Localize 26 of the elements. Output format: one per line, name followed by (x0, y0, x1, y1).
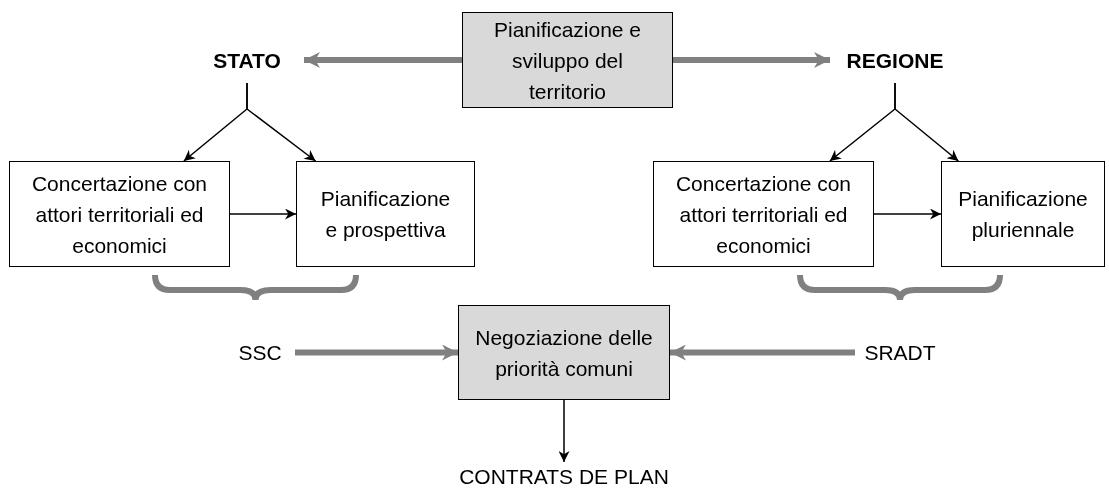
text-label: CONTRATS DE PLAN (459, 463, 669, 490)
process-box (9, 161, 230, 267)
box-text: Negoziazione delle priorità comuni (474, 324, 654, 382)
arrow (304, 52, 462, 68)
box-text: Pianificazione pluriennale (957, 186, 1089, 243)
arrow (673, 52, 830, 68)
process-box (941, 161, 1105, 267)
arrow (246, 82, 317, 162)
arrow (873, 208, 942, 220)
text-label: SSC (238, 340, 282, 366)
heading-label: REGIONE (846, 47, 944, 74)
text-label: SRADT (864, 340, 936, 366)
box-text: Concertazione con attori territoriali ed economici (30, 170, 209, 259)
arrow (894, 82, 960, 162)
arrow (558, 399, 570, 463)
box-text: Concertazione con attori territoriali ed economici (674, 170, 853, 259)
box-text: Pianificazione e sviluppo del territorio (492, 16, 643, 105)
arrow (295, 344, 458, 361)
arrow (229, 208, 297, 220)
process-box (296, 161, 475, 267)
process-box (653, 161, 874, 267)
process-box (462, 12, 673, 108)
arrow (670, 344, 855, 361)
process-box (458, 305, 670, 400)
box-text: Pianificazione e prospettiva (319, 186, 452, 243)
heading-label: STATO (213, 47, 281, 74)
